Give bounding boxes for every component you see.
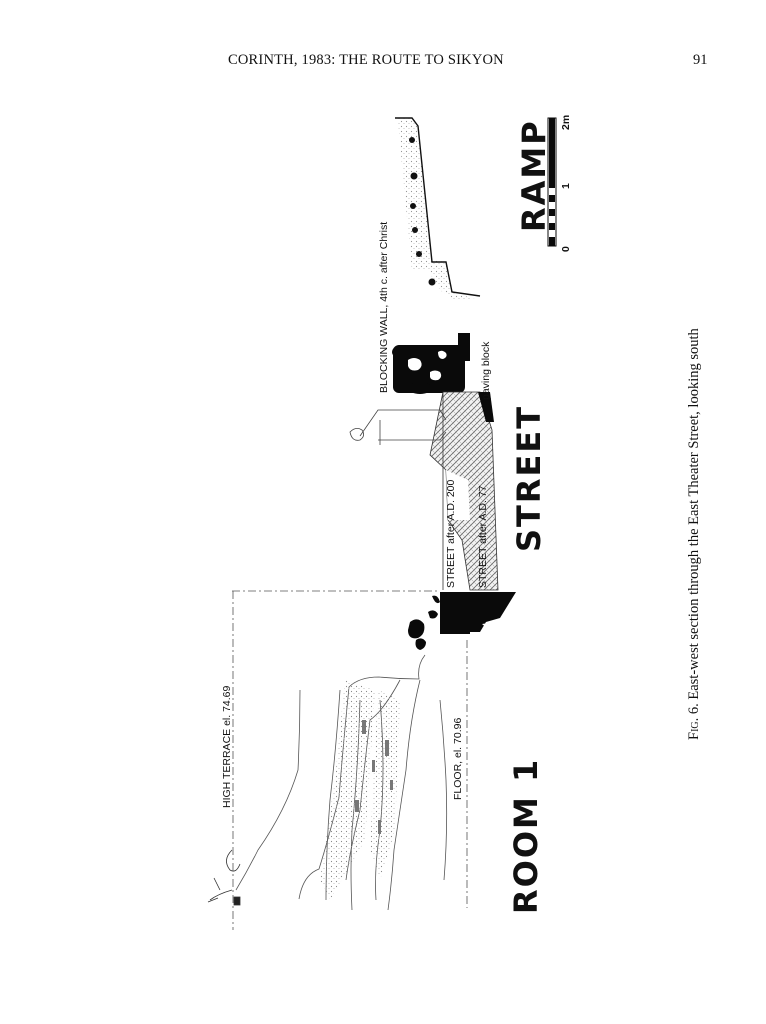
scale-bar: [547, 117, 557, 247]
annotation-street-ad77: STREET after A.D. 77: [477, 485, 489, 588]
running-title: CORINTH, 1983: THE ROUTE TO SIKYON: [228, 52, 504, 68]
scale-tick-1: 1: [560, 183, 572, 189]
label-street: STREET: [510, 404, 548, 552]
annotation-floor: FLOOR, el. 70.96: [452, 717, 464, 800]
human-figure-sketch: [349, 409, 447, 445]
street-fill: [429, 391, 499, 591]
scale-tick-2m: 2m: [560, 114, 572, 130]
page-number: 91: [693, 52, 708, 68]
ramp-profile: [395, 117, 481, 300]
blocking-wall-stones: [392, 333, 470, 394]
annotation-high-terrace: HIGH TERRACE el. 74.69: [221, 685, 233, 808]
figure-caption-text: East-west section through the East Theat…: [686, 328, 702, 704]
annotation-street-ad200: STREET after A.D. 200: [445, 479, 457, 588]
label-ramp: RAMP: [515, 119, 553, 232]
label-room-1: ROOM 1: [507, 757, 545, 914]
room-debris-dots: [320, 680, 400, 900]
elevation-guides: [232, 590, 468, 930]
foundation-block: [408, 592, 516, 650]
annotation-blocking-wall: BLOCKING WALL, 4th c. after Christ: [378, 221, 390, 393]
annotation-paving-block: paving block: [480, 341, 492, 400]
figure-caption: Fig. 6. East-west section through the Ea…: [686, 328, 703, 740]
surface-plants: [207, 849, 241, 906]
room-debris-stones: [355, 720, 393, 834]
figure-caption-label: Fig. 6.: [686, 703, 702, 740]
scale-tick-0: 0: [560, 246, 572, 252]
